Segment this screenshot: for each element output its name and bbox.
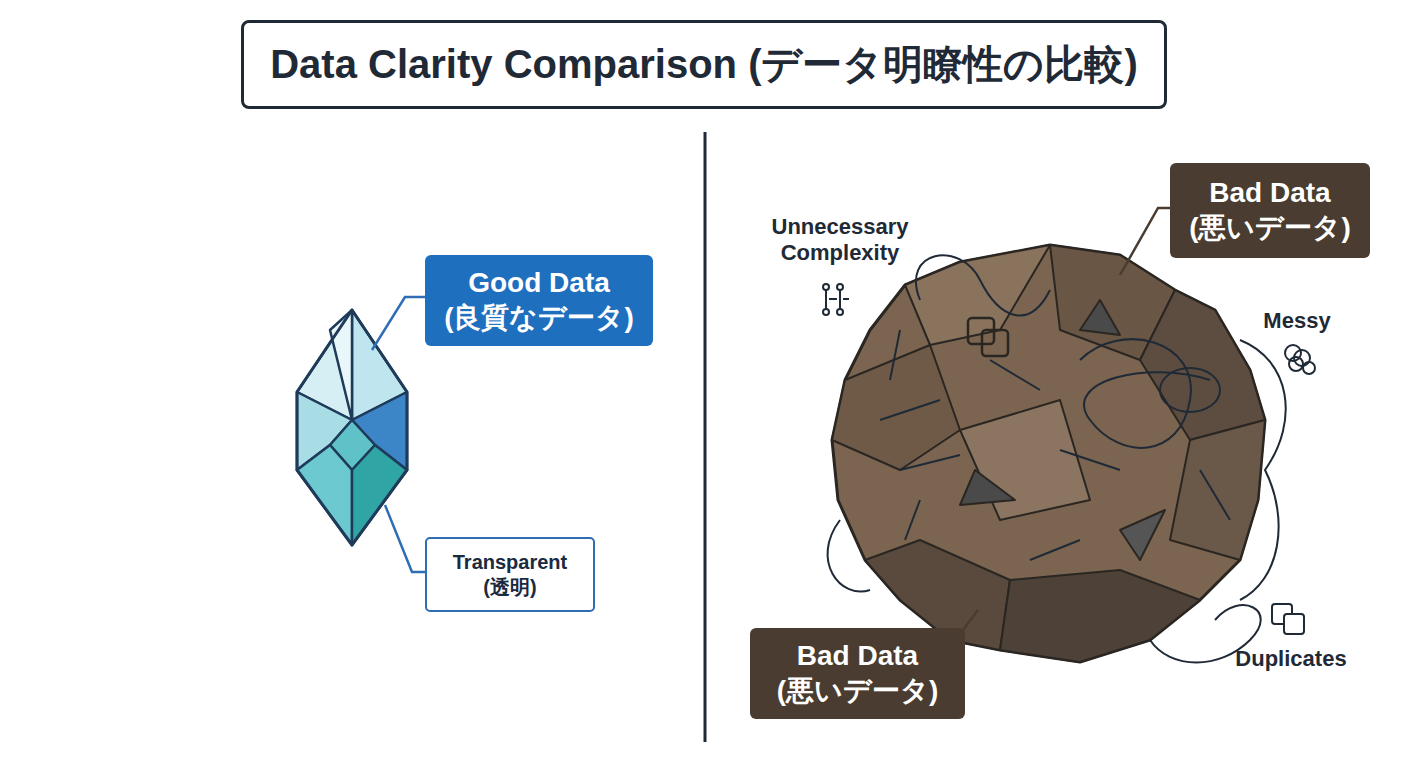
- node-text: Bad Data (悪いデータ): [1189, 176, 1351, 244]
- leader-line: [372, 297, 425, 350]
- complexity-icon: [823, 284, 849, 315]
- node-text: Transparent (透明): [453, 550, 567, 599]
- title-box: Data Clarity Comparison (データ明瞭性の比較): [241, 20, 1167, 109]
- rock-illustration: [828, 245, 1286, 663]
- bad-data-box: Bad Data (悪いデータ): [750, 628, 965, 719]
- bad-data-box: Bad Data (悪いデータ): [1170, 163, 1370, 258]
- leader-line: [385, 505, 425, 572]
- node-text: Good Data (良質なデータ): [444, 266, 634, 334]
- messy-icon: [1285, 345, 1315, 374]
- annotation-label: Unnecessary Complexity: [772, 214, 909, 267]
- duplicates-icon: [1272, 604, 1304, 634]
- annotation-label: Messy: [1263, 308, 1330, 334]
- crystal-illustration: [297, 310, 407, 545]
- node-text: Bad Data (悪いデータ): [777, 639, 939, 707]
- transparent-box: Transparent (透明): [425, 537, 595, 612]
- annotation-label: Duplicates: [1235, 646, 1346, 672]
- leader-line: [1120, 208, 1170, 275]
- title-text: Data Clarity Comparison (データ明瞭性の比較): [270, 37, 1138, 92]
- leader-line: [963, 610, 978, 630]
- good-data-box: Good Data (良質なデータ): [425, 255, 653, 346]
- divider-line: [704, 132, 707, 742]
